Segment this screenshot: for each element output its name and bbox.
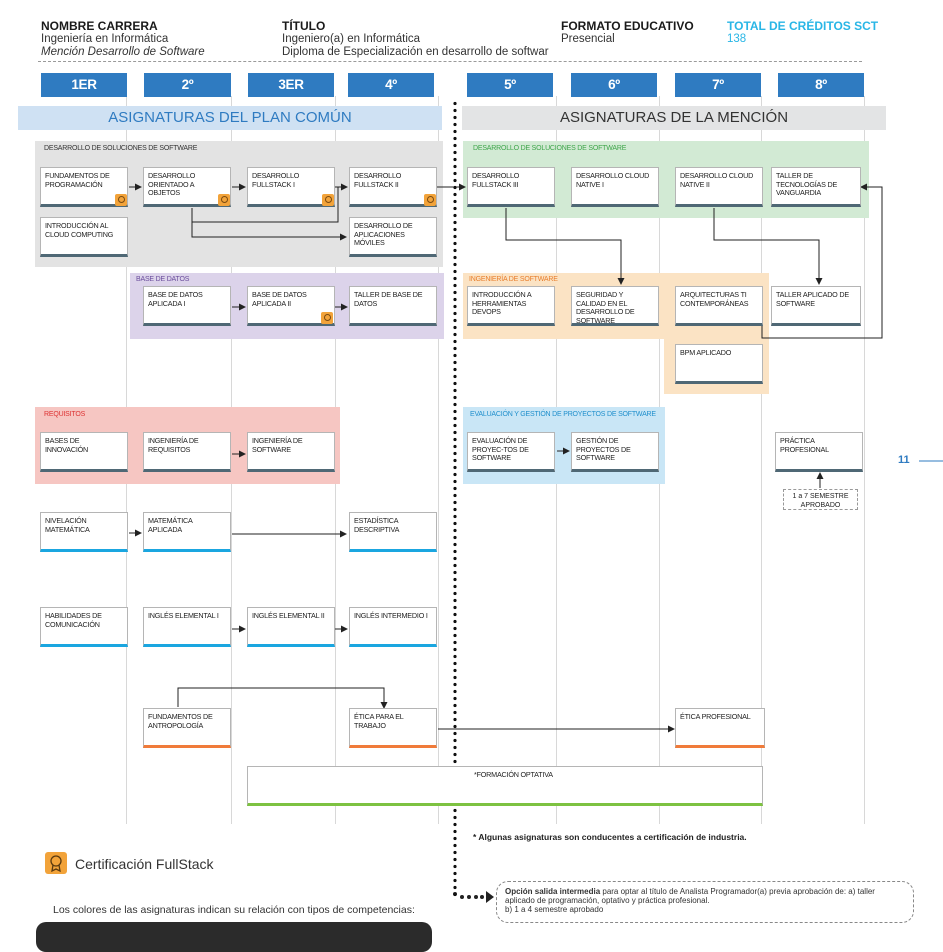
formato-label: FORMATO EDUCATIVO [561, 19, 694, 33]
group-label-desarrollo-right: DESARROLLO DE SOLUCIONES DE SOFTWARE [473, 145, 627, 152]
course-cloud-native-2[interactable]: DESARROLLO CLOUD NATIVE II [675, 167, 763, 207]
connector-lines [129, 183, 943, 903]
course-ingles-elemental-1[interactable]: INGLÉS ELEMENTAL I [143, 607, 231, 647]
course-fullstack-1[interactable]: DESARROLLO FULLSTACK I [247, 167, 335, 207]
salida-intermedia-note: Opción salida intermedia para optar al t… [496, 881, 914, 923]
group-label-ingenieria-software: INGENIERÍA DE SOFTWARE [469, 276, 558, 283]
course-formacion-optativa[interactable]: *FORMACIÓN OPTATIVA [247, 766, 763, 806]
course-taller-tecnologias[interactable]: TALLER DE TECNOLOGÍAS DE VANGUARDIA [771, 167, 861, 207]
course-practica-profesional[interactable]: PRÁCTICA PROFESIONAL [775, 432, 863, 472]
band-mencion: ASIGNATURAS DE LA MENCIÓN [462, 106, 886, 130]
plan-divider [453, 100, 457, 900]
course-cloud-native-1[interactable]: DESARROLLO CLOUD NATIVE I [571, 167, 659, 207]
course-intro-cloud[interactable]: INTRODUCCIÓN AL CLOUD COMPUTING [40, 217, 128, 257]
course-taller-bd[interactable]: TALLER DE BASE DE DATOS [349, 286, 437, 326]
course-ingles-intermedio-1[interactable]: INGLÉS INTERMEDIO I [349, 607, 437, 647]
course-etica-profesional[interactable]: ÉTICA PROFESIONAL [675, 708, 765, 748]
salida-intermedia-title: Opción salida intermedia [505, 887, 601, 896]
course-fullstack-2[interactable]: DESARROLLO FULLSTACK II [349, 167, 437, 207]
course-ingles-elemental-2[interactable]: INGLÉS ELEMENTAL II [247, 607, 335, 647]
course-bpm-aplicado[interactable]: BPM APLICADO [675, 344, 763, 384]
salida-intermedia-text: para optar al título de Analista Program… [505, 887, 875, 905]
carrera-mencion: Mención Desarrollo de Software [41, 46, 205, 58]
course-estadistica-descriptiva[interactable]: ESTADÍSTICA DESCRIPTIVA [349, 512, 437, 552]
titulo-diploma: Diploma de Especialización en desarrollo… [282, 46, 549, 58]
titulo-label: TÍTULO [282, 19, 326, 33]
course-devops[interactable]: INTRODUCCIÓN A HERRAMIENTAS DEVOPS [467, 286, 555, 326]
course-etica-trabajo[interactable]: ÉTICA PARA EL TRABAJO [349, 708, 437, 748]
certification-icon [115, 194, 127, 206]
salida-intermedia-b: b) 1 a 4 semestre aprobado [505, 905, 604, 914]
course-seguridad-calidad[interactable]: SEGURIDAD Y CALIDAD EN EL DESARROLLO DE … [571, 286, 659, 326]
course-arquitecturas-ti[interactable]: ARQUITECTURAS TI CONTEMPORÁNEAS [675, 286, 763, 326]
band-plan-comun: ASIGNATURAS DEL PLAN COMÚN [18, 106, 442, 130]
course-ingenieria-requisitos[interactable]: INGENIERÍA DE REQUISITOS [143, 432, 231, 472]
semester-header-5: 5º SEMESTRE [467, 73, 553, 116]
course-fullstack-3[interactable]: DESARROLLO FULLSTACK III [467, 167, 555, 207]
grid-line [438, 96, 439, 824]
course-evaluacion-proyectos[interactable]: EVALUACIÓN DE PROYEC-TOS DE SOFTWARE [467, 432, 555, 472]
course-fundamentos-antropologia[interactable]: FUNDAMENTOS DE ANTROPOLOGÍA [143, 708, 231, 748]
carrera-value: Ingeniería en Informática [41, 33, 169, 45]
creditos-label: TOTAL DE CRÉDITOS SCT [727, 19, 879, 33]
colores-note: Los colores de las asignaturas indican s… [53, 904, 415, 916]
course-habilidades-comunicacion[interactable]: HABILIDADES DE COMUNICACIÓN [40, 607, 128, 647]
course-fundamentos-programacion[interactable]: FUNDAMENTOS DE PROGRAMACIÓN [40, 167, 128, 207]
certificacion-note: * Algunas asignaturas son conducentes a … [473, 832, 747, 842]
header-divider [38, 61, 862, 62]
course-bases-innovacion[interactable]: BASES DE INNOVACIÓN [40, 432, 128, 472]
group-label-requisitos: REQUISITOS [44, 411, 86, 418]
certification-icon [424, 194, 436, 206]
certification-icon [321, 312, 333, 324]
course-matematica-aplicada[interactable]: MATEMÁTICA APLICADA [143, 512, 231, 552]
grid-line [864, 96, 865, 824]
course-nivelacion-matematica[interactable]: NIVELACIÓN MATEMÁTICA [40, 512, 128, 552]
page-number: 11 [898, 454, 910, 466]
formato-value: Presencial [561, 33, 615, 45]
course-taller-aplicado[interactable]: TALLER APLICADO DE SOFTWARE [771, 286, 861, 326]
course-desarrollo-orientado-objetos[interactable]: DESARROLLO ORIENTADO A OBJETOS [143, 167, 231, 207]
creditos-value: 138 [727, 33, 747, 45]
course-ingenieria-software[interactable]: INGENIERÍA DE SOFTWARE [247, 432, 335, 472]
competencias-legend-bar [36, 922, 432, 952]
titulo-value: Ingeniero(a) en Informática [282, 33, 421, 45]
course-gestion-proyectos[interactable]: GESTIÓN DE PROYECTOS DE SOFTWARE [571, 432, 659, 472]
course-bd-aplicada-1[interactable]: BASE DE DATOS APLICADA I [143, 286, 231, 326]
certificacion-legend-label: Certificación FullStack [75, 856, 214, 872]
course-aplicaciones-moviles[interactable]: DESARROLLO DE APLICACIONES MÓVILES [349, 217, 437, 257]
group-label-base-datos: BASE DE DATOS [136, 276, 190, 283]
certificacion-legend-icon [45, 852, 67, 874]
certification-icon [322, 194, 334, 206]
grid-line [761, 96, 762, 824]
carrera-label: NOMBRE CARRERA [41, 19, 158, 33]
group-label-evaluacion: EVALUACIÓN Y GESTIÓN DE PROYECTOS DE SOF… [470, 411, 656, 418]
practica-requirement: 1 a 7 SEMESTRE APROBADO [783, 489, 858, 510]
course-bd-aplicada-2[interactable]: BASE DE DATOS APLICADA II [247, 286, 335, 326]
certification-icon [218, 194, 230, 206]
group-label-desarrollo-left: DESARROLLO DE SOLUCIONES DE SOFTWARE [44, 145, 198, 152]
